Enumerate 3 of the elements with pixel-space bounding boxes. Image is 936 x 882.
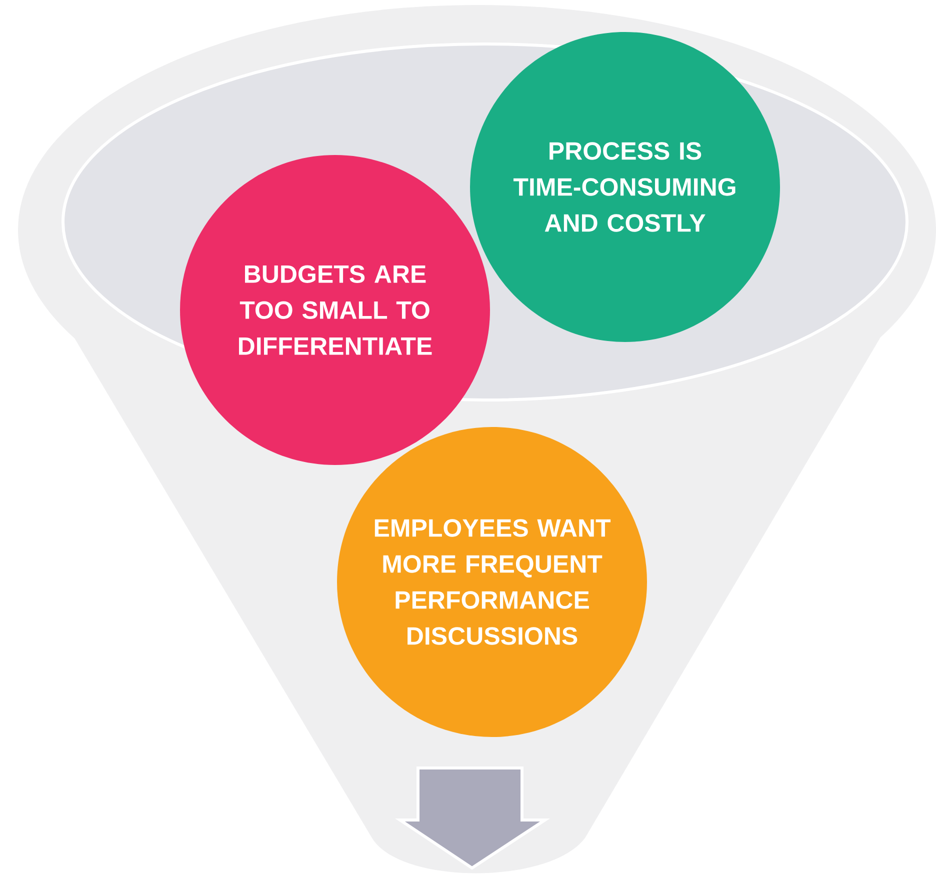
circle-node: BUDGETS ARE TOO SMALL TO DIFFERENTIATE [180,155,490,465]
circle-node: PROCESS IS TIME-CONSUMING AND COSTLY [470,32,780,342]
circle-node: EMPLOYEES WANT MORE FREQUENT PERFORMANCE DISCUSSIONS [337,427,647,737]
